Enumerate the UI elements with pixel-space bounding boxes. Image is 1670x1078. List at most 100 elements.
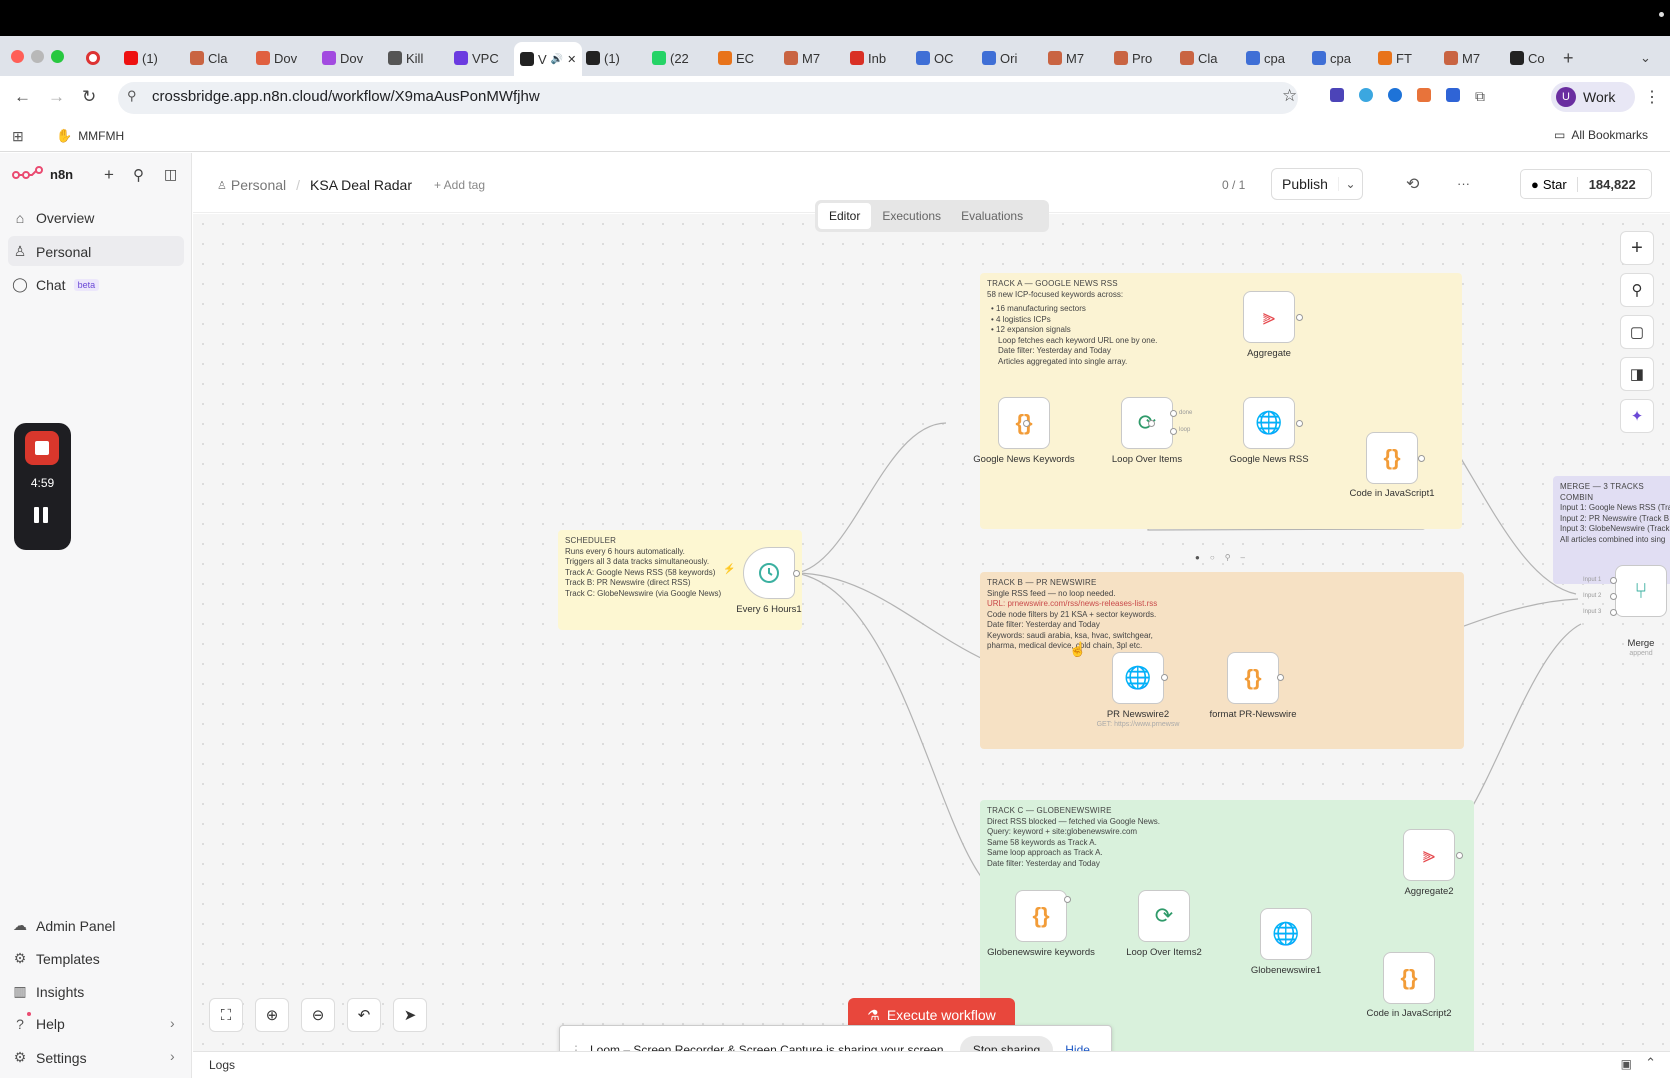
browser-tab[interactable]: EC [718, 44, 754, 72]
output-port[interactable] [1277, 674, 1284, 681]
close-tab-icon[interactable]: ✕ [567, 53, 577, 66]
github-star-button[interactable]: ● Star 184,822 [1520, 169, 1652, 199]
add-icon[interactable]: + [104, 165, 114, 184]
version-counter[interactable]: 0 / 1 [1222, 178, 1246, 192]
output-port[interactable] [1023, 420, 1030, 427]
browser-tab[interactable]: (1) [586, 44, 620, 72]
browser-tab[interactable]: Ori [982, 44, 1017, 72]
new-tab-button[interactable]: + [1563, 47, 1574, 68]
browser-tab[interactable]: OC [916, 44, 954, 72]
panel-icon[interactable]: ◨ [1620, 357, 1654, 391]
logs-panel[interactable]: Logs ▣ ⌃ [193, 1051, 1670, 1078]
tab-search-chevron-icon[interactable]: ⌄ [1640, 50, 1651, 65]
extensions-puzzle-icon[interactable]: ⧉ [1475, 88, 1485, 104]
code-in-javascript1-node[interactable]: {} [1366, 432, 1418, 484]
sticky-note-icon[interactable]: ▢ [1620, 315, 1654, 349]
ai-assistant-icon[interactable]: ✦ [1620, 399, 1654, 433]
tab-executions[interactable]: Executions [882, 209, 942, 223]
browser-tab[interactable]: M7 [784, 44, 820, 72]
workflow-name[interactable]: KSA Deal Radar [310, 177, 412, 193]
pause-recording-button[interactable] [34, 507, 50, 523]
sidebar-item-help[interactable]: ?Help [12, 1016, 65, 1032]
chevron-right-icon[interactable]: › [170, 1015, 175, 1031]
chevron-up-icon[interactable]: ⌃ [1645, 1055, 1656, 1070]
stop-recording-button[interactable] [25, 431, 59, 465]
loop-over-items2-node[interactable]: ⟳ [1138, 890, 1190, 942]
browser-tab[interactable]: FT [1378, 44, 1412, 72]
more-options-icon[interactable]: ··· [1457, 176, 1470, 191]
output-port[interactable] [1296, 420, 1303, 427]
minimize-window-button[interactable] [31, 50, 44, 63]
tab-evaluations[interactable]: Evaluations [961, 209, 1024, 223]
search-nodes-icon[interactable]: ⚲ [1620, 273, 1654, 307]
browser-tab[interactable]: cpa [1246, 44, 1285, 72]
sidebar-item-admin-panel[interactable]: ☁Admin Panel [12, 917, 115, 934]
maximize-window-button[interactable] [51, 50, 64, 63]
zoom-out-icon[interactable]: ⊖ [301, 998, 335, 1032]
aggregate2-node[interactable]: ⫸ [1403, 829, 1455, 881]
output-port[interactable] [1418, 455, 1425, 462]
loop-over-items-node[interactable]: ⟳ [1121, 397, 1173, 449]
close-window-button[interactable] [11, 50, 24, 63]
browser-menu-icon[interactable]: ⋮ [1644, 89, 1660, 106]
browser-tab[interactable]: Co [1510, 44, 1545, 72]
add-node-button[interactable]: + [1620, 231, 1654, 265]
audio-icon[interactable]: 🔊 [550, 53, 564, 65]
note-url-line[interactable]: URL: prnewswire.com/rss/news-releases-li… [987, 599, 1158, 608]
fit-view-icon[interactable]: ⛶ [209, 998, 243, 1032]
breadcrumb-root[interactable]: ♙Personal [217, 177, 286, 193]
tab-editor[interactable]: Editor [818, 203, 872, 229]
google-news-rss-node[interactable]: 🌐 [1243, 397, 1295, 449]
bookmark-star-icon[interactable]: ☆ [1282, 86, 1298, 105]
sticky-note-track-a[interactable]: TRACK A — GOOGLE NEWS RSS 58 new ICP-foc… [980, 273, 1462, 529]
publish-button[interactable]: Publish ⌄ [1271, 168, 1363, 200]
search-icon[interactable]: ⚲ [133, 167, 144, 184]
output-port-done[interactable] [1170, 410, 1177, 417]
forward-icon[interactable]: → [48, 87, 65, 106]
address-bar[interactable] [118, 82, 1298, 114]
browser-tab[interactable]: Dov [256, 44, 297, 72]
browser-tab[interactable]: (1) [124, 44, 158, 72]
site-info-icon[interactable]: ⚲ [127, 88, 137, 103]
browser-tab[interactable]: Kill [388, 44, 423, 72]
tab-recording[interactable] [86, 44, 100, 72]
input-port[interactable] [1610, 609, 1617, 616]
browser-tab[interactable]: (22 [652, 44, 689, 72]
undo-icon[interactable]: ↶ [347, 998, 381, 1032]
output-port[interactable] [793, 570, 800, 577]
globenewswire1-node[interactable]: 🌐 [1260, 908, 1312, 960]
output-port[interactable] [1456, 852, 1463, 859]
merge-node[interactable]: ⑂ [1615, 565, 1667, 617]
browser-tab[interactable]: Cla [1180, 44, 1218, 72]
input-port[interactable] [1610, 593, 1617, 600]
tidy-up-icon[interactable]: ➤ [393, 998, 427, 1032]
browser-tab[interactable]: Inb [850, 44, 886, 72]
sidebar-item-overview[interactable]: ⌂Overview [12, 210, 95, 226]
extension-icon[interactable] [1417, 88, 1431, 102]
zoom-in-icon[interactable]: ⊕ [255, 998, 289, 1032]
browser-tab[interactable]: Cla [190, 44, 228, 72]
output-port-loop[interactable] [1170, 428, 1177, 435]
pr-newswire2-node[interactable]: 🌐 [1112, 652, 1164, 704]
sticky-note-merge[interactable]: MERGE — 3 TRACKS COMBIN Input 1: Google … [1553, 476, 1670, 584]
profile-button[interactable]: U Work [1551, 82, 1635, 112]
reload-icon[interactable]: ↻ [82, 87, 97, 106]
sidebar-item-personal[interactable]: ♙Personal [12, 243, 92, 260]
extension-icon[interactable] [1330, 88, 1344, 102]
code-in-javascript2-node[interactable]: {} [1383, 952, 1435, 1004]
chevron-down-icon[interactable]: ⌄ [1338, 177, 1362, 191]
output-port[interactable] [1064, 896, 1071, 903]
format-pr-newswire-node[interactable]: {} [1227, 652, 1279, 704]
extension-icon[interactable] [1388, 88, 1402, 102]
input-port[interactable] [1148, 420, 1155, 427]
chevron-right-icon[interactable]: › [170, 1048, 175, 1064]
history-icon[interactable]: ⟲ [1406, 176, 1420, 193]
sticky-note-track-b[interactable]: TRACK B — PR NEWSWIRE Single RSS feed — … [980, 572, 1464, 749]
add-tag-button[interactable]: + Add tag [433, 178, 486, 192]
sidebar-item-settings[interactable]: ⚙Settings [12, 1049, 87, 1066]
back-icon[interactable]: ← [14, 87, 31, 106]
sidebar-item-templates[interactable]: ⚙Templates [12, 950, 100, 967]
input-port[interactable] [1610, 577, 1617, 584]
browser-tab[interactable]: V🔊✕ [514, 42, 583, 76]
